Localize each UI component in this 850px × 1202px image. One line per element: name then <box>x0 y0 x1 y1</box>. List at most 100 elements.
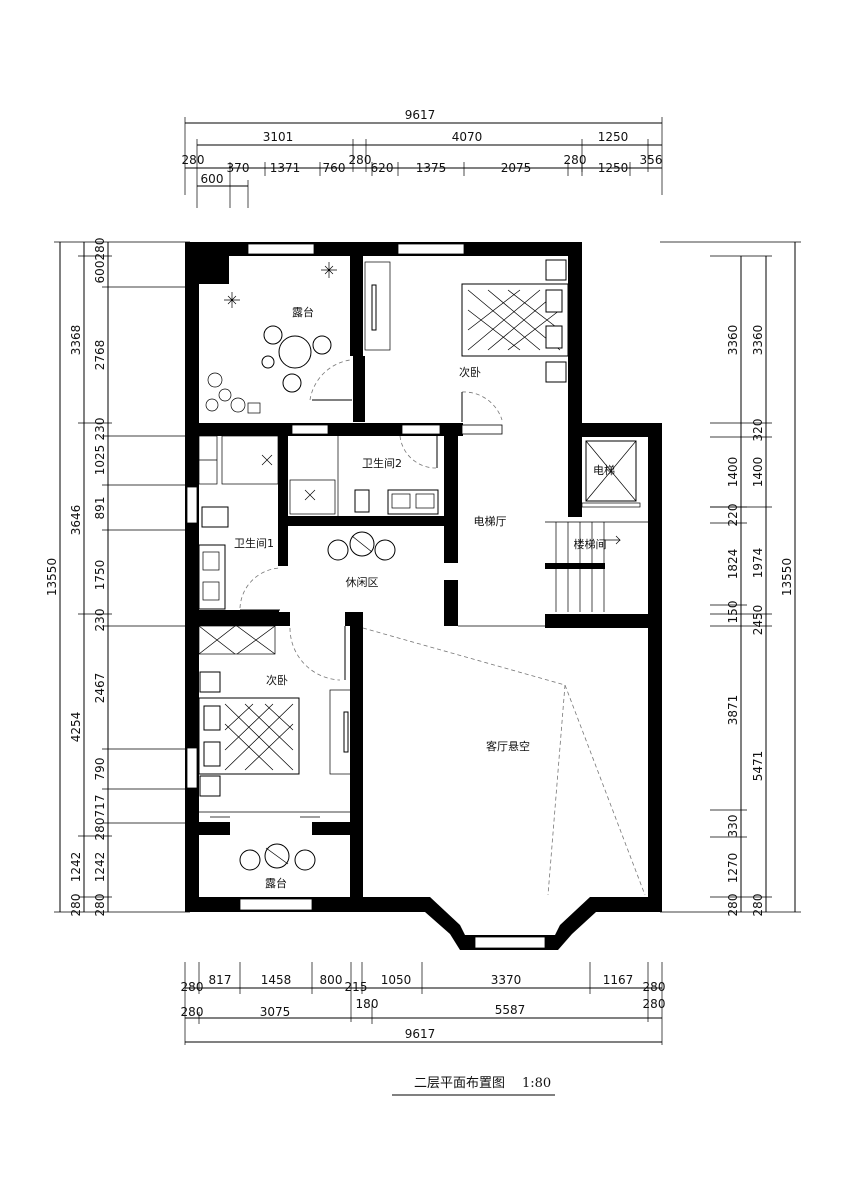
elevator-car <box>581 440 641 508</box>
label-bedroom-top: 次卧 <box>459 365 481 379</box>
bath1-fixtures <box>198 435 281 611</box>
room-labels: 露台 次卧 卫生间2 电梯 电梯厅 楼梯间 卫生间1 休闲区 次卧 客厅悬空 露… <box>234 305 615 890</box>
top-dim-1375: 1375 <box>416 161 447 175</box>
label-lounge: 休闲区 <box>346 575 379 589</box>
right-dim-1400: 1400 <box>726 457 740 488</box>
top-dim-600: 600 <box>201 172 224 186</box>
left-dim-600: 600 <box>93 261 107 284</box>
left-dim-3368: 3368 <box>69 325 83 356</box>
left-dim-280z: 280 <box>69 894 83 917</box>
bedroom-top-furniture <box>364 259 569 422</box>
lounge-furniture <box>327 531 396 561</box>
left-dim-2768: 2768 <box>93 340 107 371</box>
left-dim-891: 891 <box>93 497 107 520</box>
top-dimensions: 9617 3101 4070 1250 280 370 1371 760 280… <box>182 108 663 208</box>
furniture <box>198 259 648 896</box>
left-dim-280b: 280 <box>93 818 107 841</box>
bottom-dim-280b: 280 <box>643 980 666 994</box>
bottom-dim-1458: 1458 <box>261 973 292 987</box>
top-dim-1250b: 1250 <box>598 161 629 175</box>
right-dim-5471: 5471 <box>751 751 765 782</box>
top-dim-760: 760 <box>323 161 346 175</box>
label-bath2: 卫生间2 <box>362 456 402 470</box>
left-dim-230b: 230 <box>93 609 107 632</box>
bottom-dim-1050: 1050 <box>381 973 412 987</box>
right-dim-3360b: 3360 <box>751 325 765 356</box>
terrace-top-furniture <box>205 262 352 414</box>
drawing-title-text: 二层平面布置图 <box>414 1076 505 1091</box>
top-dim-280c: 280 <box>564 153 587 167</box>
left-dim-1242b: 1242 <box>93 852 107 883</box>
right-dim-1270: 1270 <box>726 853 740 884</box>
bottom-dim-215: 215 <box>345 980 368 994</box>
top-dim-2075: 2075 <box>501 161 532 175</box>
label-elevator: 电梯 <box>593 464 615 477</box>
drawing-scale: 1:80 <box>522 1076 551 1091</box>
bottom-dim-3075: 3075 <box>260 1005 291 1019</box>
stair <box>545 521 648 612</box>
top-dim-280b: 280 <box>349 153 372 167</box>
left-dim-280a: 280 <box>93 238 107 261</box>
right-dim-2450: 2450 <box>751 605 765 636</box>
top-dim-3101: 3101 <box>263 130 294 144</box>
right-total-dim: 13550 <box>780 558 794 596</box>
top-total-dim: 9617 <box>405 108 436 122</box>
left-dim-790: 790 <box>93 758 107 781</box>
bottom-dim-5587: 5587 <box>495 1003 526 1017</box>
left-dim-3646: 3646 <box>69 505 83 536</box>
left-dim-280c: 280 <box>93 894 107 917</box>
bottom-dim-180: 180 <box>356 997 379 1011</box>
label-bath1: 卫生间1 <box>234 536 274 550</box>
left-dim-1242a: 1242 <box>69 852 83 883</box>
bottom-dimensions: 280 817 1458 800 215 1050 3370 1167 280 … <box>181 962 666 1045</box>
living-void-outline <box>362 625 646 896</box>
right-dim-280a: 280 <box>726 894 740 917</box>
left-total-dim: 13550 <box>45 558 59 596</box>
windows <box>186 243 546 949</box>
bottom-dim-280c: 280 <box>181 1005 204 1019</box>
right-dim-1974: 1974 <box>751 548 765 579</box>
left-dim-717: 717 <box>93 795 107 818</box>
bottom-dim-817: 817 <box>209 973 232 987</box>
terrace-bottom-furniture <box>239 843 316 871</box>
left-dim-230a: 230 <box>93 418 107 441</box>
right-dim-330: 330 <box>726 815 740 838</box>
top-dim-356: 356 <box>640 153 663 167</box>
right-dim-3871: 3871 <box>726 695 740 726</box>
drawing-title: 二层平面布置图 1:80 <box>392 1076 555 1096</box>
left-dimensions: 13550 3368 3646 4254 1242 280 280 600 27… <box>45 238 190 917</box>
label-living-void: 客厅悬空 <box>486 739 530 753</box>
left-dim-1025: 1025 <box>93 445 107 476</box>
bottom-dim-3370: 3370 <box>491 973 522 987</box>
bottom-dim-280d: 280 <box>643 997 666 1011</box>
right-dim-1824: 1824 <box>726 549 740 580</box>
top-dim-370: 370 <box>227 161 250 175</box>
top-dim-1371: 1371 <box>270 161 301 175</box>
top-dim-4070: 4070 <box>452 130 483 144</box>
right-dim-280b: 280 <box>751 894 765 917</box>
left-dim-2467: 2467 <box>93 673 107 704</box>
right-dim-220: 220 <box>726 504 740 527</box>
top-dim-620: 620 <box>371 161 394 175</box>
right-dim-3360: 3360 <box>726 325 740 356</box>
label-terrace-bottom: 露台 <box>265 876 287 890</box>
top-dim-1250: 1250 <box>598 130 629 144</box>
bottom-dim-1167: 1167 <box>603 973 634 987</box>
bottom-dim-800: 800 <box>320 973 343 987</box>
right-dimensions: 13550 3360 320 1400 1974 2450 5471 280 3… <box>660 241 801 917</box>
bedroom-bottom-furniture <box>198 625 353 818</box>
walls <box>185 242 662 950</box>
bottom-dim-280a: 280 <box>181 980 204 994</box>
right-dim-320: 320 <box>751 419 765 442</box>
right-dim-150: 150 <box>726 601 740 624</box>
label-bedroom-bottom: 次卧 <box>266 673 288 687</box>
top-dim-280a: 280 <box>182 153 205 167</box>
left-dim-4254: 4254 <box>69 712 83 743</box>
right-dim-1400b: 1400 <box>751 457 765 488</box>
bath2-fixtures <box>289 435 439 516</box>
label-elevator-hall: 电梯厅 <box>474 515 507 528</box>
left-dim-1750: 1750 <box>93 560 107 591</box>
label-stair: 楼梯间 <box>574 537 607 551</box>
